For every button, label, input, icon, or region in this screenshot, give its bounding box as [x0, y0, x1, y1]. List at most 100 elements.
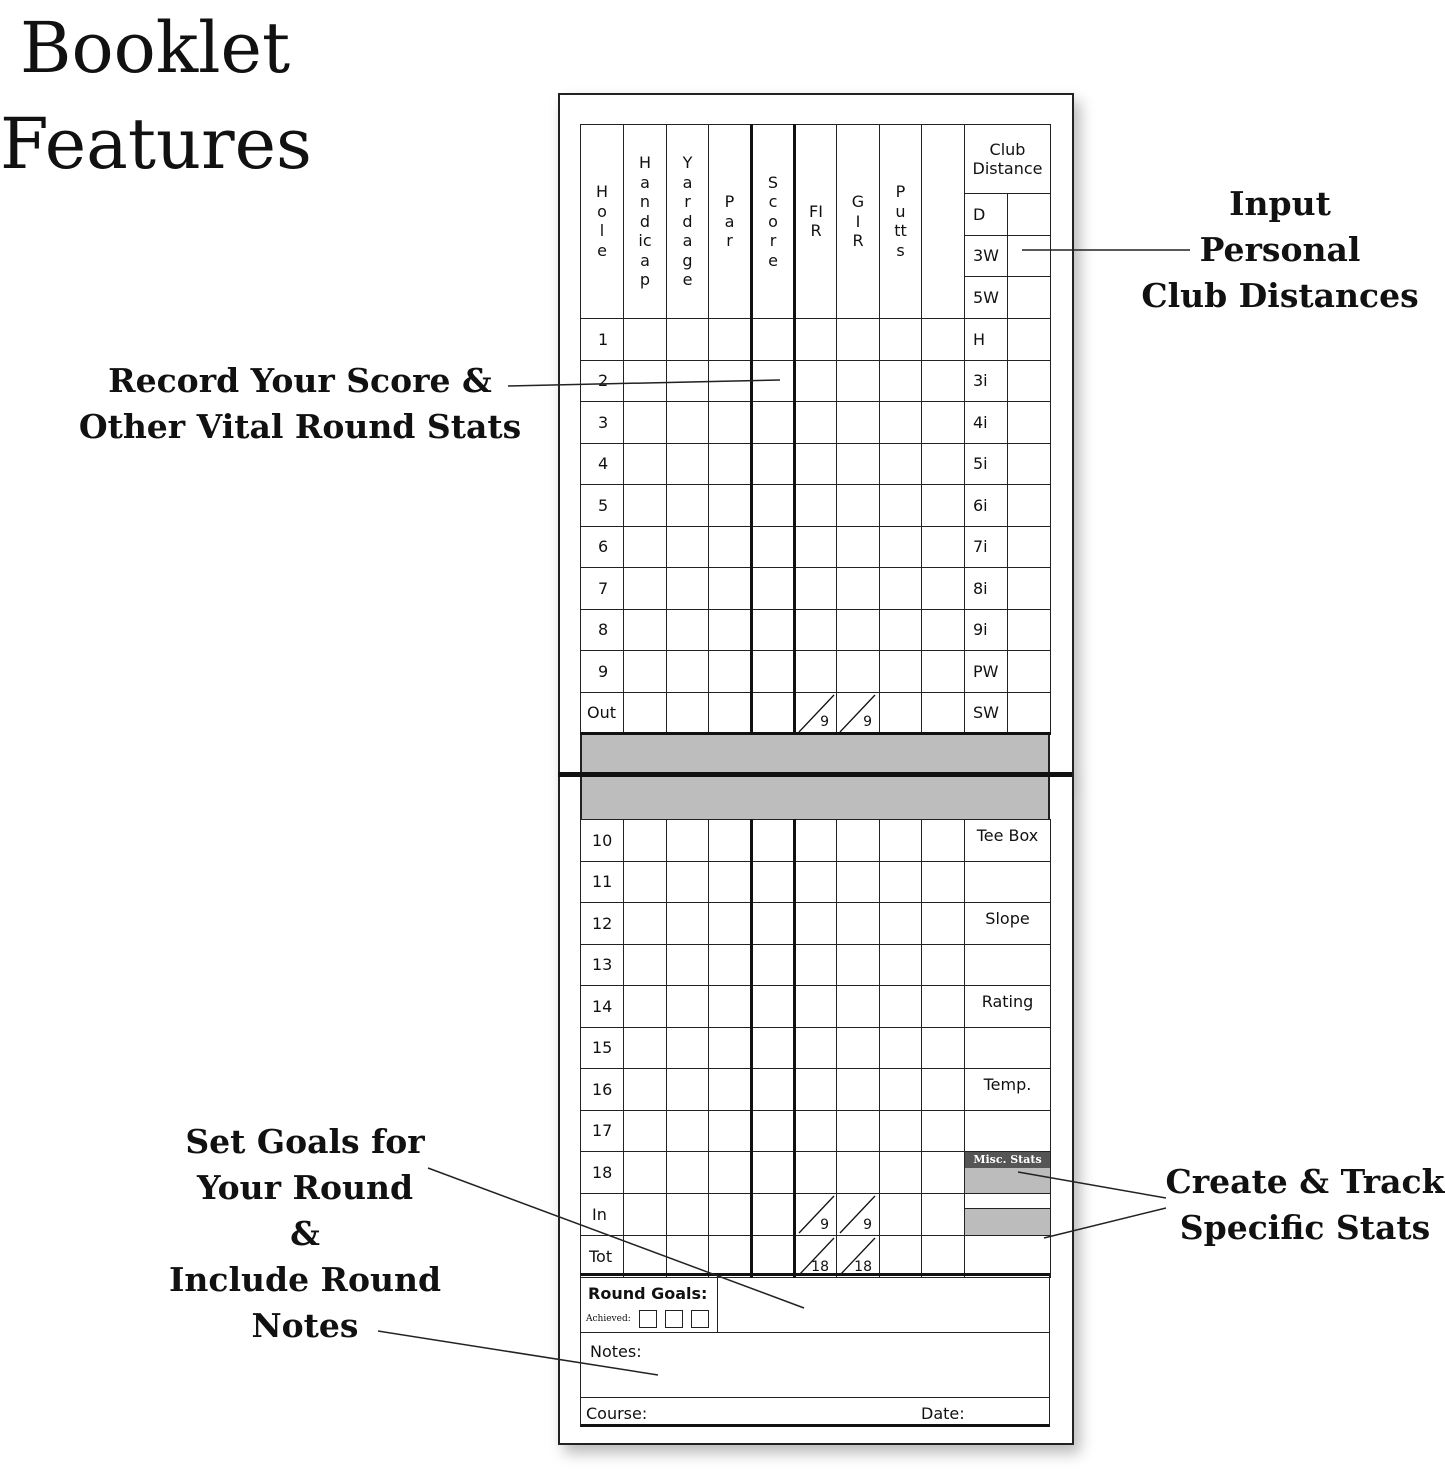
putts-cell[interactable]: [879, 819, 922, 862]
club-distance-cell[interactable]: [1007, 276, 1051, 319]
club-distance-cell[interactable]: [1007, 525, 1051, 568]
yardage-cell[interactable]: [666, 484, 709, 527]
gir-cell[interactable]: [836, 943, 880, 986]
fir-cell[interactable]: [793, 860, 837, 903]
gir-cell[interactable]: [836, 318, 880, 361]
club-distance-cell[interactable]: [1007, 359, 1051, 402]
gir-cell[interactable]: [836, 1068, 880, 1111]
course-info-value[interactable]: [964, 1026, 1051, 1069]
tot-gir-cell[interactable]: 18: [836, 1235, 880, 1278]
par-cell[interactable]: [708, 902, 752, 945]
notes-box[interactable]: Notes:: [580, 1332, 1050, 1398]
yardage-cell[interactable]: [666, 1109, 709, 1152]
par-cell[interactable]: [708, 985, 752, 1028]
gir-cell[interactable]: [836, 1026, 880, 1069]
handicap-cell[interactable]: [623, 902, 667, 945]
putts-cell[interactable]: [879, 860, 922, 903]
putts-cell[interactable]: [879, 943, 922, 986]
handicap-cell[interactable]: [623, 484, 667, 527]
putts-cell[interactable]: [879, 1151, 922, 1194]
gir-cell[interactable]: [836, 1151, 880, 1194]
gir-cell[interactable]: [836, 985, 880, 1028]
score-cell[interactable]: [750, 1235, 795, 1278]
misc-stat-slot[interactable]: [965, 1168, 1050, 1193]
putts-cell[interactable]: [879, 401, 922, 444]
score-cell[interactable]: [750, 650, 795, 693]
putts-cell[interactable]: [879, 442, 922, 485]
club-distance-cell[interactable]: [1007, 484, 1051, 527]
handicap-cell[interactable]: [623, 1193, 667, 1236]
score-cell[interactable]: [750, 1193, 795, 1236]
gir-cell[interactable]: [836, 860, 880, 903]
par-cell[interactable]: [708, 1068, 752, 1111]
fir-cell[interactable]: [793, 401, 837, 444]
par-cell[interactable]: [708, 860, 752, 903]
score-cell[interactable]: [750, 985, 795, 1028]
par-cell[interactable]: [708, 525, 752, 568]
round-goals-box[interactable]: Round Goals: Achieved:: [580, 1273, 1050, 1333]
handicap-cell[interactable]: [623, 1026, 667, 1069]
par-cell[interactable]: [708, 691, 752, 735]
gir-cell[interactable]: [836, 819, 880, 862]
score-cell[interactable]: [750, 359, 795, 402]
handicap-cell[interactable]: [623, 1235, 667, 1278]
gir-cell[interactable]: [836, 1109, 880, 1152]
putts-cell[interactable]: [879, 691, 922, 735]
putts-cell[interactable]: [879, 1193, 922, 1236]
putts-cell[interactable]: [879, 902, 922, 945]
gir-cell[interactable]: [836, 525, 880, 568]
handicap-cell[interactable]: [623, 1109, 667, 1152]
putts-cell[interactable]: [879, 525, 922, 568]
handicap-cell[interactable]: [623, 401, 667, 444]
fir-cell[interactable]: [793, 442, 837, 485]
score-cell[interactable]: [750, 318, 795, 361]
gir-cell[interactable]: [836, 902, 880, 945]
yardage-cell[interactable]: [666, 902, 709, 945]
handicap-cell[interactable]: [623, 1151, 667, 1194]
par-cell[interactable]: [708, 1151, 752, 1194]
par-cell[interactable]: [708, 318, 752, 361]
par-cell[interactable]: [708, 442, 752, 485]
yardage-cell[interactable]: [666, 318, 709, 361]
handicap-cell[interactable]: [623, 442, 667, 485]
yardage-cell[interactable]: [666, 1193, 709, 1236]
yardage-cell[interactable]: [666, 525, 709, 568]
par-cell[interactable]: [708, 1193, 752, 1236]
misc-stat-cell[interactable]: [964, 1235, 1051, 1278]
par-cell[interactable]: [708, 650, 752, 693]
fir-cell[interactable]: [793, 943, 837, 986]
course-info-value[interactable]: [964, 1109, 1051, 1152]
misc-stat-cell[interactable]: [964, 1193, 1051, 1236]
yardage-cell[interactable]: [666, 401, 709, 444]
yardage-cell[interactable]: [666, 819, 709, 862]
score-cell[interactable]: [750, 401, 795, 444]
score-cell[interactable]: [750, 1109, 795, 1152]
fir-cell[interactable]: [793, 484, 837, 527]
misc-stat-slot[interactable]: [965, 1209, 1050, 1235]
par-cell[interactable]: [708, 943, 752, 986]
putts-cell[interactable]: [879, 985, 922, 1028]
club-distance-cell[interactable]: [1007, 567, 1051, 610]
club-distance-cell[interactable]: [1007, 691, 1051, 735]
handicap-cell[interactable]: [623, 943, 667, 986]
yardage-cell[interactable]: [666, 567, 709, 610]
yardage-cell[interactable]: [666, 860, 709, 903]
handicap-cell[interactable]: [623, 318, 667, 361]
fir-cell[interactable]: [793, 650, 837, 693]
out-fir-cell[interactable]: 9: [793, 691, 837, 735]
handicap-cell[interactable]: [623, 985, 667, 1028]
fir-cell[interactable]: [793, 525, 837, 568]
out-gir-cell[interactable]: 9: [836, 691, 880, 735]
par-cell[interactable]: [708, 567, 752, 610]
yardage-cell[interactable]: [666, 985, 709, 1028]
yardage-cell[interactable]: [666, 442, 709, 485]
in-fir-cell[interactable]: 9: [793, 1193, 837, 1236]
putts-cell[interactable]: [879, 608, 922, 651]
handicap-cell[interactable]: [623, 650, 667, 693]
handicap-cell[interactable]: [623, 1068, 667, 1111]
yardage-cell[interactable]: [666, 608, 709, 651]
yardage-cell[interactable]: [666, 691, 709, 735]
par-cell[interactable]: [708, 608, 752, 651]
gir-cell[interactable]: [836, 359, 880, 402]
club-distance-cell[interactable]: [1007, 401, 1051, 444]
